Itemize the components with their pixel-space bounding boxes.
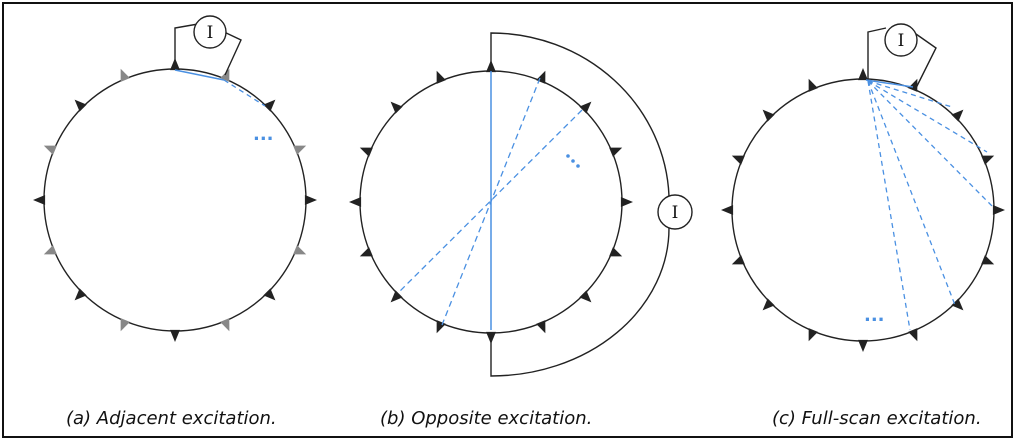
electrode — [43, 145, 57, 155]
electrode — [579, 101, 592, 114]
current-meter — [193, 15, 227, 49]
current-meter — [884, 23, 918, 57]
electrode — [349, 197, 362, 207]
panel-adjacent-excitation: I... — [33, 15, 317, 342]
electrode — [609, 247, 623, 257]
ellipsis-dot — [566, 154, 570, 158]
ellipsis-indicator: ... — [253, 124, 274, 145]
electrode — [579, 290, 592, 303]
dashed-measurement-line — [397, 109, 583, 294]
caption-opposite: (b) Opposite excitation. — [380, 408, 593, 429]
current-meter-label: I — [898, 31, 905, 51]
electrode — [620, 197, 633, 207]
dashed-measurement-line — [867, 80, 911, 331]
current-meter-label: I — [672, 203, 679, 223]
electrode — [120, 318, 130, 332]
electrode — [436, 320, 446, 334]
electrode — [359, 247, 373, 257]
dashed-measurement-line — [867, 80, 956, 306]
electrode — [808, 78, 818, 92]
source-wire-bottom — [490, 227, 670, 377]
caption-adjacent: (a) Adjacent excitation. — [66, 408, 277, 429]
dashed-measurement-line — [441, 77, 541, 326]
current-meter-label: I — [207, 23, 214, 43]
electrode — [721, 205, 734, 215]
panel-opposite-excitation: I — [349, 32, 693, 377]
electrode — [908, 328, 918, 342]
measurement-boundary — [731, 78, 995, 342]
current-meter — [657, 194, 693, 230]
electrode — [981, 255, 995, 265]
electrode — [43, 245, 57, 255]
electrode — [858, 339, 868, 352]
electrode — [536, 320, 546, 334]
panel-full-scan-excitation: I... — [721, 23, 1005, 352]
electrode — [436, 70, 446, 84]
electrode — [390, 101, 403, 114]
source-wire-top — [490, 32, 670, 197]
electrode — [992, 205, 1005, 215]
electrode — [731, 155, 745, 165]
dashed-measurement-line — [867, 80, 995, 209]
ellipsis-dot — [571, 159, 575, 163]
source-wire-left — [867, 27, 887, 79]
solid-measurement-line — [865, 79, 914, 88]
electrode — [304, 195, 317, 205]
electrode — [170, 329, 180, 342]
electrode — [536, 70, 546, 84]
electrode — [762, 109, 775, 122]
measurement-boundary — [43, 68, 307, 332]
electrode — [33, 195, 46, 205]
electrode — [293, 245, 307, 255]
electrode — [74, 99, 87, 112]
electrode — [390, 290, 403, 303]
dashed-measurement-line — [223, 79, 266, 107]
electrode — [293, 145, 307, 155]
electrode — [120, 68, 130, 82]
electrode — [858, 68, 868, 81]
source-wire-right — [915, 33, 937, 89]
ellipsis-indicator: ... — [864, 305, 885, 326]
ellipsis-dot — [576, 164, 580, 168]
source-wire-right — [221, 30, 242, 76]
electrode — [981, 155, 995, 165]
electrode — [359, 147, 373, 157]
electrode — [908, 78, 918, 92]
electrode — [951, 109, 964, 122]
solid-measurement-line — [174, 69, 225, 81]
caption-full-scan: (c) Full-scan excitation. — [772, 408, 982, 429]
electrode — [609, 147, 623, 157]
electrode — [808, 328, 818, 342]
electrode — [762, 298, 775, 311]
electrode — [74, 288, 87, 301]
electrode — [263, 99, 276, 112]
electrode — [220, 318, 230, 332]
source-wire-left — [174, 23, 199, 69]
electrode — [951, 298, 964, 311]
electrode — [731, 255, 745, 265]
electrode — [263, 288, 276, 301]
dashed-measurement-line — [867, 80, 953, 108]
